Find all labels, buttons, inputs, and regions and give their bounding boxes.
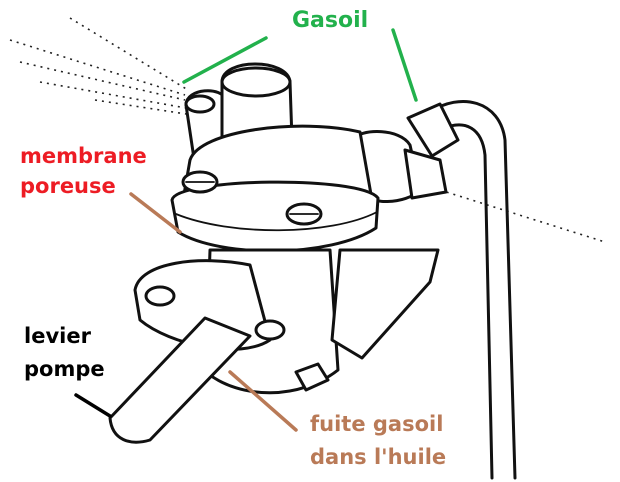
pointer-gasoil-right <box>391 28 418 102</box>
label-fuite-line2: dans l'huile <box>310 445 447 469</box>
top-cap <box>220 62 294 142</box>
label-membrane-line2: poreuse <box>20 174 116 198</box>
label-fuite-gasoil: fuite gasoil dans l'huile <box>310 414 446 480</box>
label-levier-pompe: levier pompe <box>24 326 105 392</box>
label-fuite-line1: fuite gasoil <box>310 412 444 436</box>
pointer-gasoil-left <box>182 36 268 84</box>
lower-bolt <box>294 362 330 392</box>
outlet-fitting <box>350 102 460 203</box>
label-membrane-line1: membrane <box>20 144 147 168</box>
pointer-levier <box>74 393 112 418</box>
pointer-membrane <box>129 192 182 234</box>
pointer-fuite <box>228 370 298 432</box>
diaphragm-flange <box>170 180 380 253</box>
dotted-line <box>439 189 606 243</box>
fuel-spray <box>9 17 189 115</box>
label-levier-line2: pompe <box>24 357 105 381</box>
screw-right <box>285 202 323 226</box>
screw-left <box>181 170 219 194</box>
right-bracket-arm <box>330 248 440 360</box>
pump-lever <box>108 316 252 444</box>
label-levier-line1: levier <box>24 324 91 348</box>
mounting-bracket <box>133 259 286 351</box>
label-membrane-poreuse: membrane poreuse <box>20 146 147 206</box>
label-gasoil: Gasoil <box>292 8 369 33</box>
